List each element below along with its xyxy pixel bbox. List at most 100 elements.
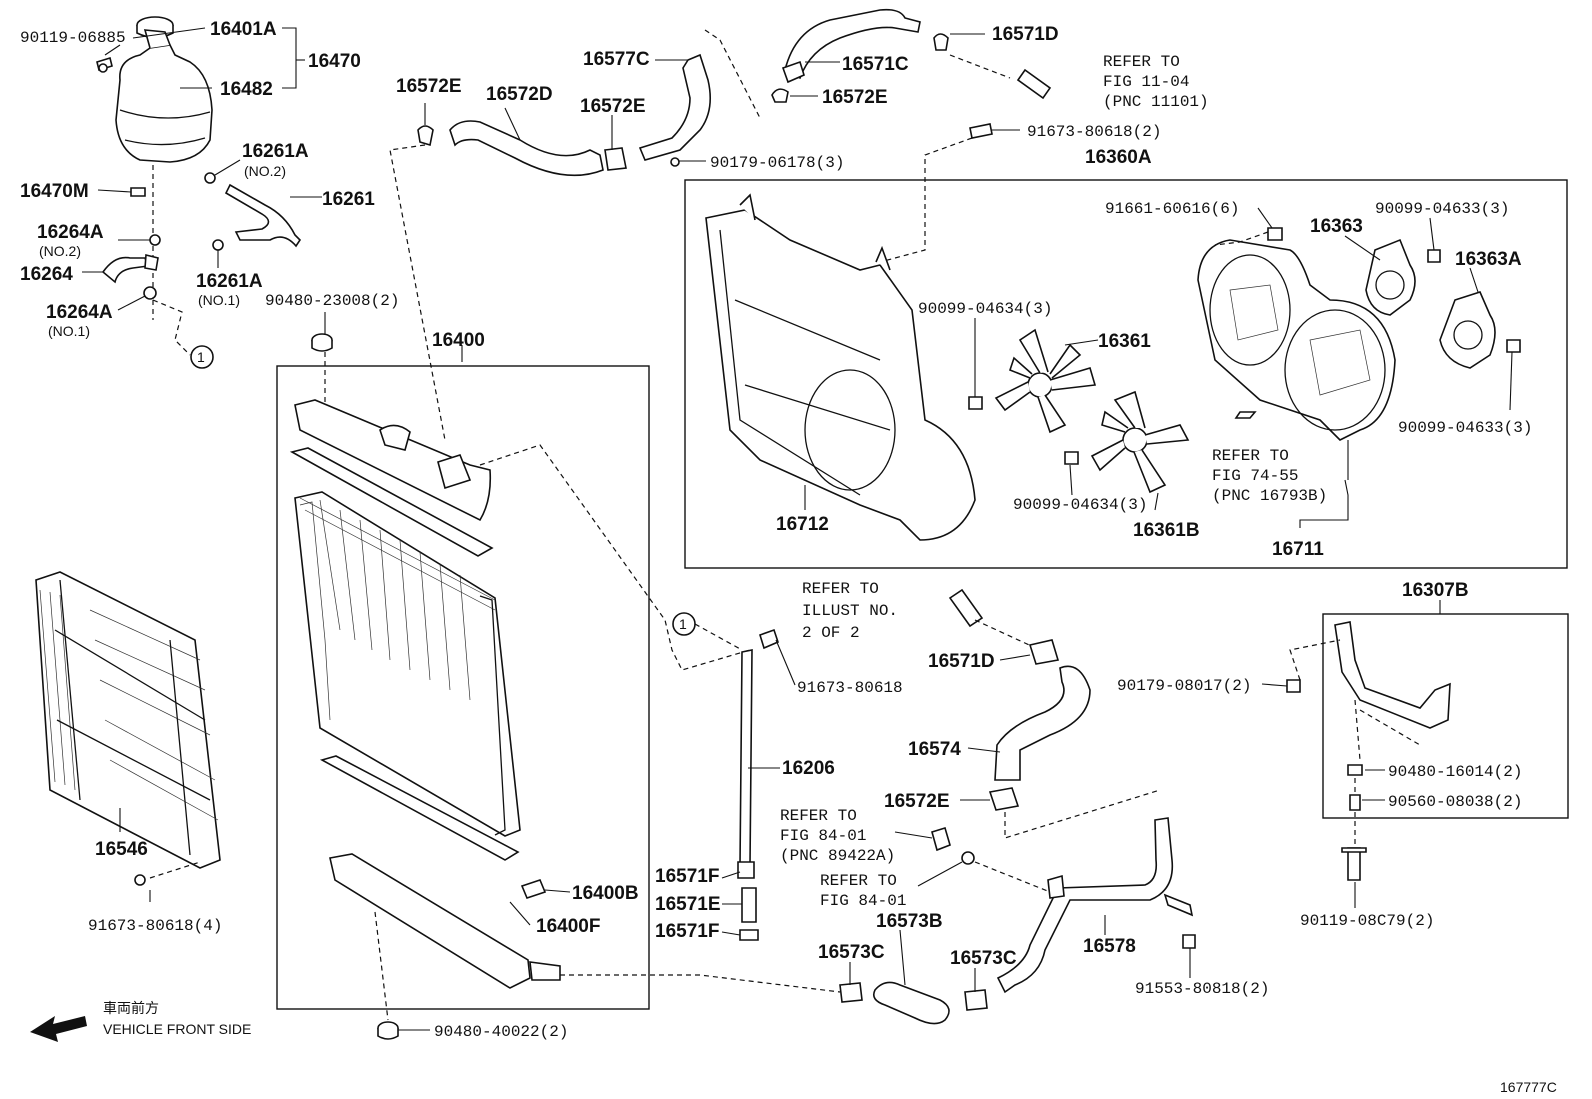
- label-refer-8401b-a: REFER TO: [820, 872, 897, 890]
- direction-english: VEHICLE FRONT SIDE: [103, 1021, 251, 1037]
- label-16572E-c: 16572E: [822, 87, 888, 108]
- group-box-16307B: [1322, 613, 1569, 819]
- part-labels: 90119-06885 16401A 16470 16482 16261A (N…: [20, 19, 1557, 1095]
- label-16400F: 16400F: [536, 916, 600, 937]
- label-16572D: 16572D: [486, 84, 553, 105]
- label-91553-80818: 91553-80818(2): [1135, 980, 1269, 998]
- diagram-id: 167777C: [1500, 1079, 1557, 1095]
- label-refer-7455-b: FIG 74-55: [1212, 467, 1298, 485]
- label-16572E-d: 16572E: [884, 791, 950, 812]
- leaders-fan: [804, 207, 1513, 528]
- label-16261A-top: 16261A: [242, 141, 309, 162]
- label-16571E: 16571E: [655, 894, 721, 915]
- leaders-radiator: [324, 312, 841, 1031]
- label-refer-illust-c: 2 OF 2: [802, 624, 860, 642]
- label-16206: 16206: [782, 758, 835, 779]
- label-16400B: 16400B: [572, 883, 639, 904]
- label-16571F-a: 16571F: [655, 866, 719, 887]
- fan-motor-16363A: [1439, 291, 1496, 369]
- label-16264A-top: 16264A: [37, 222, 104, 243]
- leaders-lower: [849, 654, 1191, 992]
- label-refer-7455-a: REFER TO: [1212, 447, 1289, 465]
- label-refer-1104-a: REFER TO: [1103, 53, 1180, 71]
- label-16363: 16363: [1310, 216, 1363, 237]
- label-refer-8401b-b: FIG 84-01: [820, 892, 906, 910]
- arrow-left-icon: [30, 1016, 87, 1042]
- label-16712: 16712: [776, 514, 829, 535]
- label-90119-06885: 90119-06885: [20, 29, 126, 47]
- label-16571F-b: 16571F: [655, 921, 719, 942]
- radiator-group: [276, 333, 650, 1040]
- group-box-16400: [276, 365, 650, 1010]
- label-16361B: 16361B: [1133, 520, 1200, 541]
- label-16363A: 16363A: [1455, 249, 1522, 270]
- leaders-pipe: [694, 623, 796, 936]
- label-16571C: 16571C: [842, 54, 909, 75]
- label-16577C: 16577C: [583, 49, 650, 70]
- label-16578: 16578: [1083, 936, 1136, 957]
- leaders-top-left: [82, 27, 322, 356]
- label-90099-04634-b: 90099-04634(3): [1013, 496, 1147, 514]
- label-90099-04633-b: 90099-04633(3): [1398, 419, 1532, 437]
- label-91673-80618: 91673-80618: [797, 679, 903, 697]
- direction-japanese: 車両前方: [103, 1000, 159, 1016]
- label-16482: 16482: [220, 79, 273, 100]
- label-90480-16014: 90480-16014(2): [1388, 763, 1522, 781]
- label-no2-b: (NO.2): [39, 243, 81, 259]
- label-16573C-b: 16573C: [950, 948, 1017, 969]
- label-refer-1104-b: FIG 11-04: [1103, 73, 1189, 91]
- label-91673-80618-4: 91673-80618(4): [88, 917, 222, 935]
- fan-shroud-group: [684, 179, 1568, 569]
- label-16571D-b: 16571D: [928, 651, 995, 672]
- label-refer-8401a-b: FIG 84-01: [780, 827, 866, 845]
- label-91673-80618-2: 91673-80618(2): [1027, 123, 1161, 141]
- label-16261: 16261: [322, 189, 375, 210]
- label-16573C-a: 16573C: [818, 942, 885, 963]
- label-90480-40022: 90480-40022(2): [434, 1023, 568, 1041]
- grille-16546: [35, 571, 221, 886]
- bracket-group: [1286, 613, 1569, 881]
- label-91661-60616: 91661-60616(6): [1105, 200, 1239, 218]
- leaders-upper: [389, 29, 1020, 441]
- label-16573B: 16573B: [876, 911, 943, 932]
- upper-hoses: [417, 8, 1052, 177]
- lower-hoses: [839, 588, 1196, 1025]
- fan-motor-16363: [1365, 238, 1416, 316]
- label-90119-08C79: 90119-08C79(2): [1300, 912, 1434, 930]
- label-refer-8401a-a: REFER TO: [780, 807, 857, 825]
- label-16400: 16400: [432, 330, 485, 351]
- label-refer-8401a-c: (PNC 89422A): [780, 847, 895, 865]
- label-16264A-bot: 16264A: [46, 302, 113, 323]
- label-refer-1104-c: (PNC 11101): [1103, 93, 1209, 111]
- label-16572E-a: 16572E: [396, 76, 462, 97]
- label-16307B: 16307B: [1402, 580, 1469, 601]
- label-90560-08038: 90560-08038(2): [1388, 793, 1522, 811]
- leaders-grille: [119, 808, 201, 902]
- label-16470: 16470: [308, 51, 361, 72]
- label-16470M: 16470M: [20, 181, 89, 202]
- label-16361: 16361: [1098, 331, 1151, 352]
- label-90179-06178: 90179-06178(3): [710, 154, 844, 172]
- label-16360A: 16360A: [1085, 147, 1152, 168]
- label-90099-04633-a: 90099-04633(3): [1375, 200, 1509, 218]
- circle-ref-1-b-icon: 1: [672, 612, 696, 636]
- leaders-bracket: [1261, 600, 1441, 908]
- circle-ref-1-icon: 1: [190, 345, 214, 369]
- label-90480-23008: 90480-23008(2): [265, 292, 399, 310]
- label-16711: 16711: [1272, 539, 1324, 560]
- label-16572E-b: 16572E: [580, 96, 646, 117]
- circle-ref-label: 1: [197, 349, 205, 365]
- fan-blade-16361B: [1090, 390, 1190, 494]
- label-no1-b: (NO.1): [48, 323, 90, 339]
- label-16571D-a: 16571D: [992, 24, 1059, 45]
- label-16264: 16264: [20, 264, 73, 285]
- circle-ref-label-b: 1: [679, 616, 687, 632]
- label-no1-a: (NO.1): [198, 292, 240, 308]
- label-90179-08017: 90179-08017(2): [1117, 677, 1251, 695]
- label-16261A-bot: 16261A: [196, 271, 263, 292]
- label-refer-illust-b: ILLUST NO.: [802, 602, 898, 620]
- fan-blade-16361: [994, 328, 1097, 434]
- group-box-16360A: [684, 179, 1568, 569]
